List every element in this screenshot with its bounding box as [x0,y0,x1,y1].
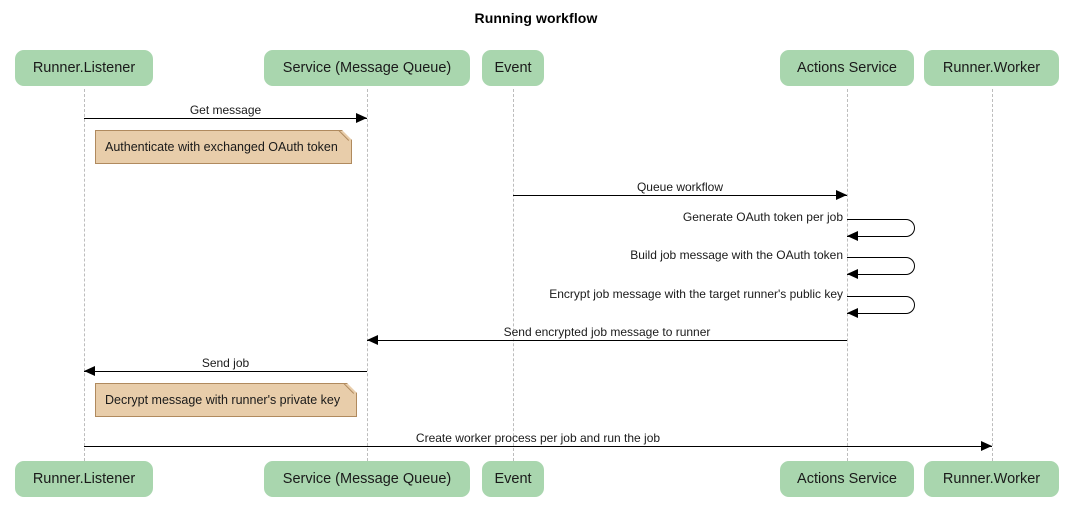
participant-actions-service-bottom[interactable]: Actions Service [780,461,914,497]
participant-label: Service (Message Queue) [282,60,452,76]
participant-label: Service (Message Queue) [282,471,452,487]
participant-runner-listener-top[interactable]: Runner.Listener [15,50,153,86]
message-label-create-worker-process-per-job-and-run-the-job: Create worker process per job and run th… [415,431,661,445]
participant-runner-worker-bottom[interactable]: Runner.Worker [924,461,1059,497]
self-call-loop-cap [903,257,915,275]
message-label-send-job: Send job [201,356,250,370]
self-call-bottom-line [847,236,905,237]
message-label-queue-workflow: Queue workflow [636,180,724,194]
lifeline-event [513,89,514,461]
arrowhead-send-job [84,366,95,376]
participant-event-top[interactable]: Event [482,50,544,86]
lifeline-service-message-queue [367,89,368,461]
note-fold-edge-icon [343,383,357,397]
participant-label: Runner.Listener [32,471,136,487]
participant-service-message-queue-top[interactable]: Service (Message Queue) [264,50,470,86]
self-call-top-line [847,296,905,297]
self-call-top-line [847,257,905,258]
self-call-bottom-line [847,274,905,275]
participant-label: Actions Service [797,60,897,76]
self-call-generate-oauth-token-per-job [847,219,915,241]
self-call-loop-cap [903,296,915,314]
message-label-encrypt-job-message-with-the-target-runners-public-key: Encrypt job message with the target runn… [549,287,843,301]
arrowhead-encrypt-job-message-with-the-target-runners-public-key [847,308,858,318]
participant-label: Event [494,471,532,487]
message-line-send-job [84,371,367,372]
arrowhead-queue-workflow [836,190,847,200]
participant-label: Runner.Listener [32,60,136,76]
message-line-queue-workflow [513,195,847,196]
note-decrypt-message-with-runners-private-key: Decrypt message with runner's private ke… [95,383,357,417]
note-label: Decrypt message with runner's private ke… [105,393,341,407]
message-label-generate-oauth-token-per-job: Generate OAuth token per job [682,210,843,224]
participant-runner-listener-bottom[interactable]: Runner.Listener [15,461,153,497]
self-call-loop-cap [903,219,915,237]
page-title: Running workflow [474,10,598,26]
self-call-build-job-message-with-the-oauth-token [847,257,915,279]
self-call-encrypt-job-message-with-the-target-runners-public-key [847,296,915,318]
self-call-top-line [847,219,905,220]
arrowhead-build-job-message-with-the-oauth-token [847,269,858,279]
lifeline-runner-worker [992,89,993,461]
note-authenticate-with-exchanged-oauth-token: Authenticate with exchanged OAuth token [95,130,352,164]
message-line-create-worker-process-per-job-and-run-the-job [84,446,992,447]
message-label-send-encrypted-job-message-to-runner: Send encrypted job message to runner [503,325,711,339]
message-line-send-encrypted-job-message-to-runner [367,340,847,341]
self-call-bottom-line [847,313,905,314]
lifeline-runner-listener [84,89,85,461]
participant-label: Runner.Worker [942,471,1041,487]
note-fold-edge-icon [338,130,352,144]
participant-event-bottom[interactable]: Event [482,461,544,497]
participant-label: Runner.Worker [942,60,1041,76]
arrowhead-send-encrypted-job-message-to-runner [367,335,378,345]
message-label-build-job-message-with-the-oauth-token: Build job message with the OAuth token [630,248,843,262]
participant-label: Actions Service [797,471,897,487]
arrowhead-get-message [356,113,367,123]
participant-runner-worker-top[interactable]: Runner.Worker [924,50,1059,86]
message-line-get-message [84,118,367,119]
participant-actions-service-top[interactable]: Actions Service [780,50,914,86]
arrowhead-create-worker-process-per-job-and-run-the-job [981,441,992,451]
participant-service-message-queue-bottom[interactable]: Service (Message Queue) [264,461,470,497]
message-label-get-message: Get message [189,103,262,117]
participant-label: Event [494,60,532,76]
note-label: Authenticate with exchanged OAuth token [105,140,338,154]
arrowhead-generate-oauth-token-per-job [847,231,858,241]
